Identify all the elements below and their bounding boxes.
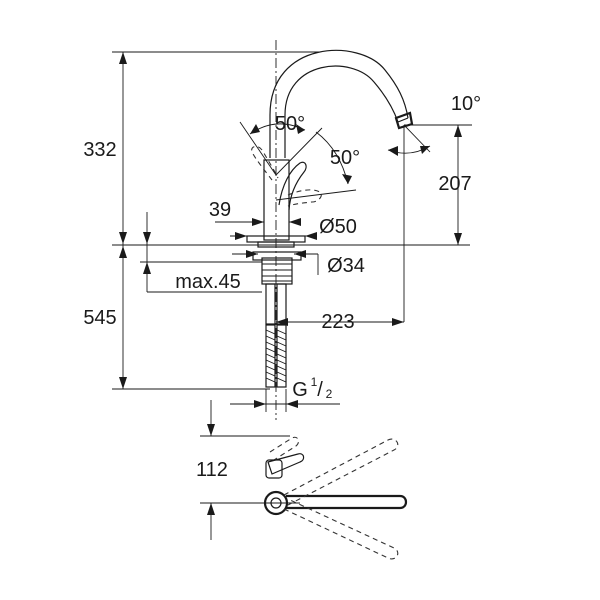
dim-hole-diameter: Ø34 [327,255,365,277]
dim-total-height: 332 [83,139,116,161]
dim-base-height: 39 [209,199,231,221]
dim-base-diameter: Ø50 [319,216,357,238]
dim-lever-clearance: 112 [196,459,228,481]
dim-spout-tilt: 10° [451,93,481,115]
dim-spout-height: 207 [438,173,471,195]
dim-connection-fraction-num: 1 [311,375,318,389]
faucet-side-view [239,40,414,420]
dim-lever-angle-1: 50° [275,113,305,135]
dim-connection-thread: G [292,379,308,401]
dim-connection-fraction-den: 2 [326,387,333,401]
dim-lever-angle-2: 50° [330,147,360,169]
faucet-top-view [200,400,408,560]
dim-max-thickness: max.45 [175,271,241,293]
dim-below-height: 545 [83,307,116,329]
dim-spout-reach: 223 [321,311,354,333]
dimension-lines-left [112,51,470,390]
dim-connection-fraction-slash: / [317,379,323,401]
dimension-lines-right [140,124,472,412]
